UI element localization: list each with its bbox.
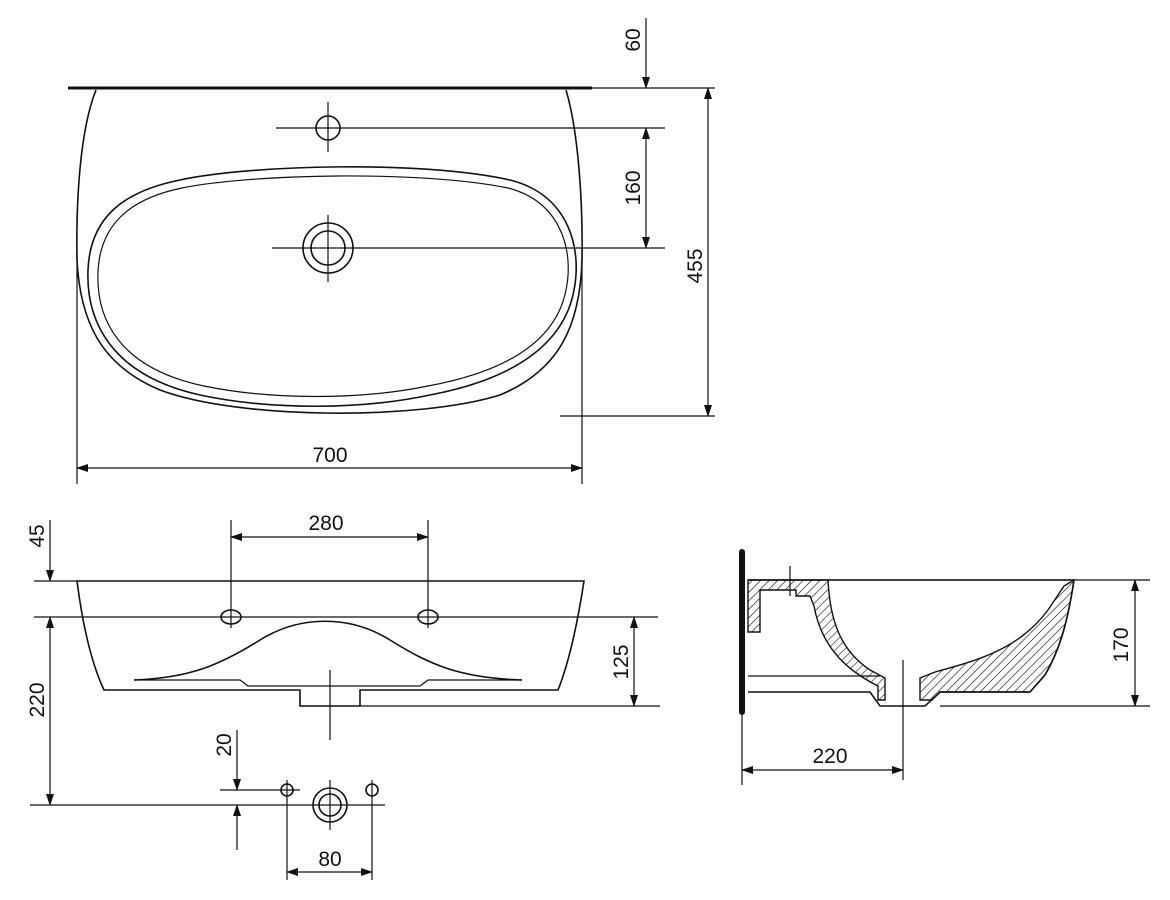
dim-20: 20 — [213, 733, 236, 756]
side-hatch-front — [919, 578, 1075, 701]
front-bowl-curve — [133, 620, 523, 681]
side-hatch-section — [747, 579, 886, 701]
top-view: 60 160 455 700 — [68, 18, 715, 484]
bowl-outline — [87, 166, 577, 408]
dim-80: 80 — [318, 848, 341, 871]
dim-125: 125 — [610, 644, 633, 679]
bowl-inner-outline — [97, 175, 569, 398]
side-view: 170 220 — [739, 549, 1150, 785]
dim-700: 700 — [312, 444, 347, 467]
front-view: 280 45 220 125 — [26, 512, 660, 806]
dim-170: 170 — [1110, 627, 1133, 662]
dim-220: 220 — [26, 682, 49, 717]
dim-45: 45 — [26, 524, 49, 547]
dim-220-side: 220 — [812, 745, 847, 768]
detail-view: 20 80 — [30, 730, 385, 880]
dim-280: 280 — [308, 512, 343, 535]
dim-160: 160 — [622, 170, 645, 205]
basin-outline — [76, 89, 583, 414]
dim-455: 455 — [684, 248, 707, 283]
dim-60: 60 — [622, 28, 645, 51]
